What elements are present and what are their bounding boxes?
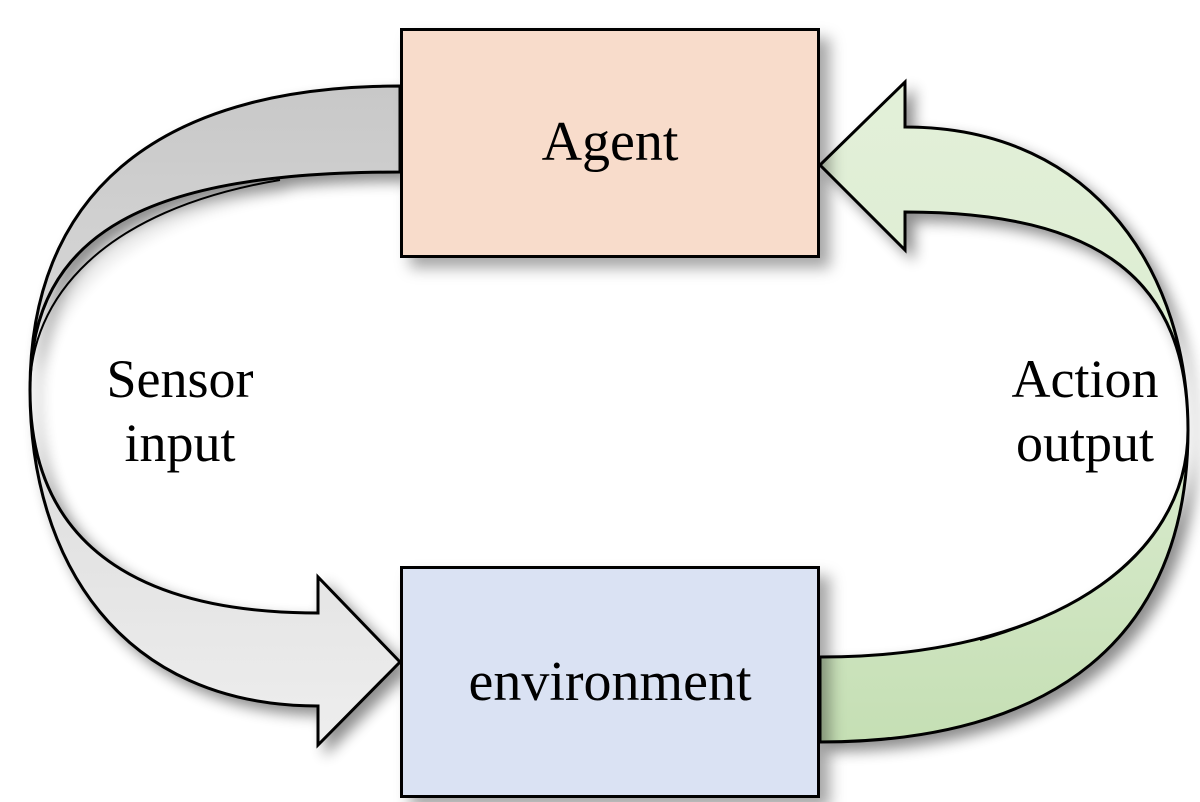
sensor-input-label: Sensor input <box>80 347 280 475</box>
environment-node: environment <box>400 566 820 798</box>
sensor-input-label-line2: input <box>124 413 236 473</box>
action-output-label: Action output <box>985 347 1185 475</box>
sensor-input-arrow <box>28 84 403 749</box>
agent-node: Agent <box>400 28 820 258</box>
action-output-label-line2: output <box>1015 413 1154 473</box>
environment-label: environment <box>468 651 752 713</box>
action-output-label-line1: Action <box>1011 349 1159 409</box>
action-output-arrow <box>817 78 1190 744</box>
agent-label: Agent <box>541 111 679 173</box>
sensor-input-label-line1: Sensor <box>106 349 254 409</box>
